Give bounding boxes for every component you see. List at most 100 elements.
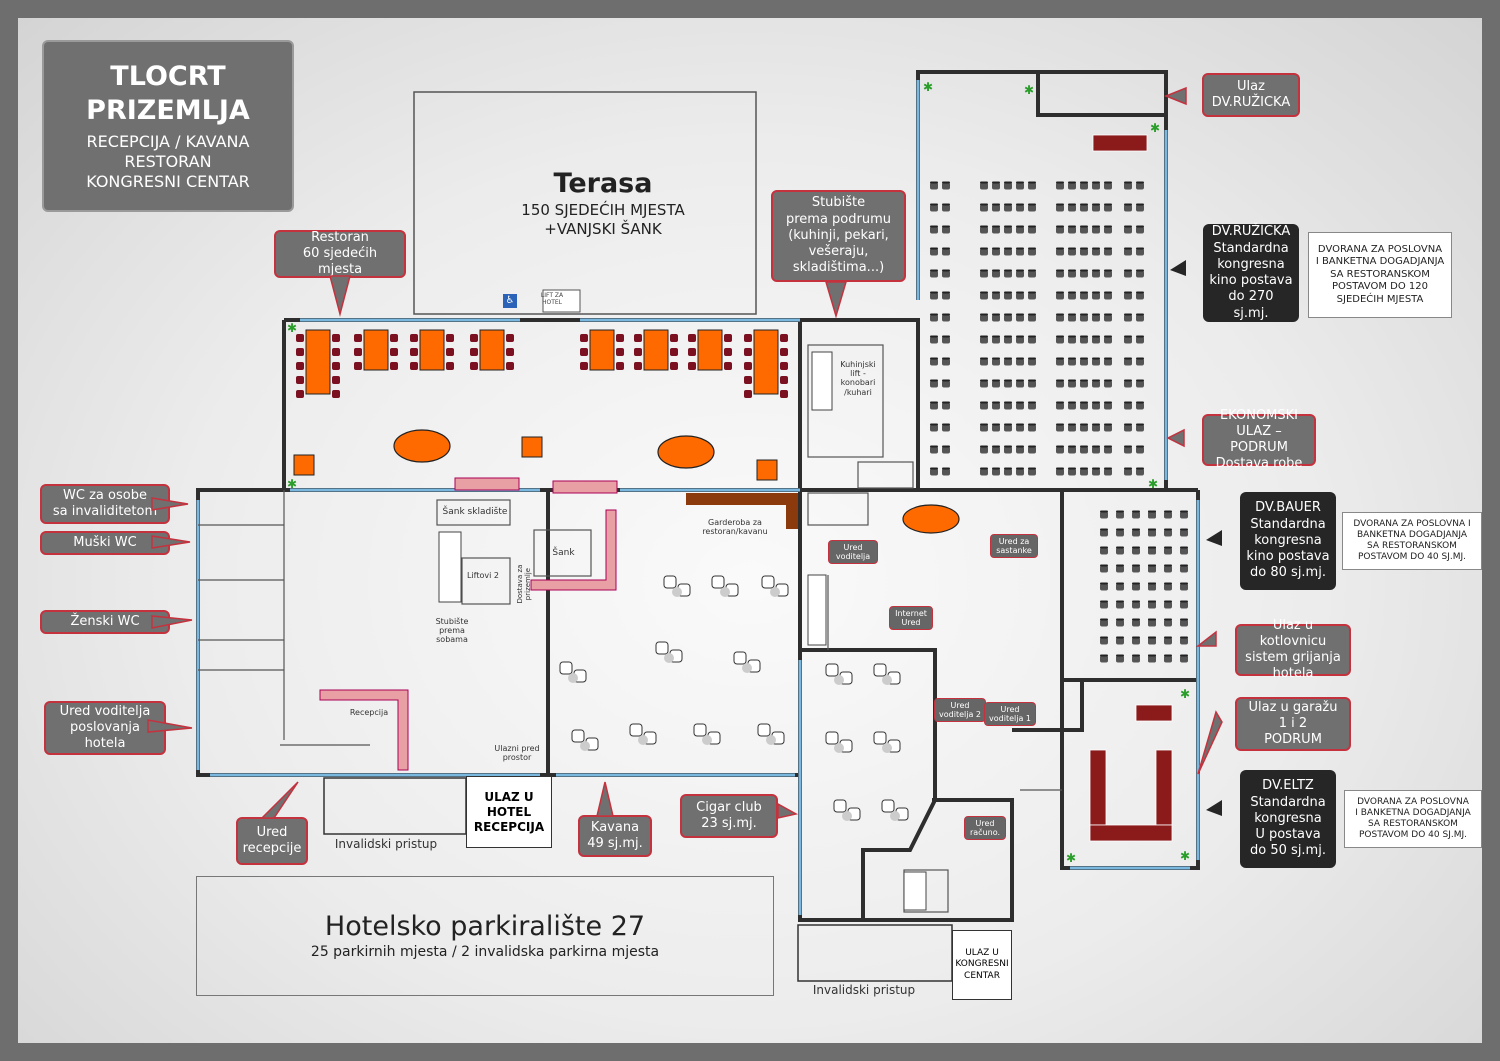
terasa-outline — [413, 91, 757, 315]
title-line3: RECEPCIJA / KAVANA — [86, 131, 250, 151]
ruzicka-seat — [1080, 203, 1088, 212]
ruzicka-seat — [1016, 269, 1024, 278]
svg-text:✱: ✱ — [287, 321, 297, 335]
restoran-chair — [780, 362, 788, 370]
ruzicka-seat — [980, 357, 988, 366]
ruzicka-seat — [930, 203, 938, 212]
callout-restoran-l2: 60 sjedećih mjesta — [302, 245, 378, 278]
ruzicka-seat — [1056, 357, 1064, 366]
ruzicka-seat — [1080, 247, 1088, 256]
bauer-seat — [1164, 564, 1172, 573]
bauer-seat — [1100, 582, 1108, 591]
bauer-seat — [1164, 528, 1172, 537]
kavana-furniture — [559, 575, 909, 821]
restoran-chair — [616, 362, 624, 370]
ruzicka-seat — [1080, 335, 1088, 344]
bauer-seat — [1180, 510, 1188, 519]
callout-garaza-l3: PODRUM — [1264, 732, 1322, 748]
ruzicka-seat — [1068, 445, 1076, 454]
ruzicka-seat — [1016, 401, 1024, 410]
ruzicka-seat — [930, 181, 938, 190]
room-ured-voditelja1: Ured voditelja 1 — [984, 702, 1036, 727]
ruzicka-seat — [1028, 467, 1036, 476]
bauer-seat — [1180, 600, 1188, 609]
bauer-seat — [1100, 600, 1108, 609]
bauer-seat — [1164, 618, 1172, 627]
callout-ulaz-ruzicka-l2: DV.RUŽICKA — [1211, 95, 1291, 110]
hotel-entrance-frame — [323, 777, 467, 835]
restoran-chair — [670, 362, 678, 370]
kavana-table — [770, 587, 780, 597]
ruzicka-seat — [1104, 247, 1112, 256]
bauer-seat — [1100, 654, 1108, 663]
ruzicka-seat — [1136, 357, 1144, 366]
bauer-seat — [1116, 546, 1124, 555]
svg-text:✱: ✱ — [1150, 121, 1160, 135]
ruzicka-seat — [1004, 225, 1012, 234]
ruzicka-seat — [1136, 379, 1144, 388]
callout-muski-wc: Muški WC — [40, 531, 170, 555]
hall-eltz-box: DV.ELTZ Standardna kongresna U postava d… — [1240, 770, 1336, 868]
kavana-chair — [733, 651, 747, 665]
room-ulazni: Ulazni pred prostor — [494, 744, 540, 763]
callout-ekonomski-l3: Dostava robe — [1215, 456, 1303, 472]
kavana-table — [638, 735, 648, 745]
ruzicka-seat — [1124, 445, 1132, 454]
kavana-table — [834, 743, 844, 753]
restoran-chair — [446, 348, 454, 356]
callout-ekonomski: EKONOMSKI ULAZ – PODRUM Dostava robe — [1202, 408, 1316, 471]
ruzicka-seat — [1124, 203, 1132, 212]
terasa-lift — [542, 289, 581, 313]
ruzicka-seat — [1004, 247, 1012, 256]
ruzicka-seat — [1004, 379, 1012, 388]
bauer-l2: Standardna — [1250, 516, 1326, 532]
ruzicka-seat — [1004, 313, 1012, 322]
kavana-table — [842, 811, 852, 821]
ruzicka-seat — [942, 291, 950, 300]
callout-stubiste-l4: vešeraju, — [808, 244, 869, 260]
kongres-entrance-frame — [797, 924, 953, 982]
ruzicka-seat — [1028, 225, 1036, 234]
kongres-entrance-box[interactable]: ULAZ U KONGRESNI CENTAR — [952, 930, 1012, 1000]
ruzicka-seat — [1092, 467, 1100, 476]
ruzicka-seat — [1104, 335, 1112, 344]
ruzicka-seat — [930, 247, 938, 256]
ruzicka-seat — [1136, 291, 1144, 300]
restoran-chair — [780, 348, 788, 356]
ruzicka-seat — [1104, 291, 1112, 300]
ruzicka-seat — [1068, 313, 1076, 322]
bauer-seat — [1132, 618, 1140, 627]
ruzicka-l3: kongresna — [1217, 256, 1285, 272]
ruzicka-seat — [942, 357, 950, 366]
kavana-table — [702, 735, 712, 745]
callout-cigar-l2: 23 sj.mj. — [701, 816, 757, 831]
restoran-chair — [354, 334, 362, 342]
callout-ulaz-ruzicka-l1: Ulaz — [1237, 78, 1265, 94]
ruzicka-seat — [992, 467, 1000, 476]
kavana-chair — [825, 663, 839, 677]
ruzicka-seat — [942, 313, 950, 322]
restoran-chair — [446, 334, 454, 342]
ruzicka-seat — [1028, 313, 1036, 322]
callout-ur-l1: Ured — [256, 824, 288, 840]
ruzicka-seat — [1004, 423, 1012, 432]
ruzicka-seat — [1004, 181, 1012, 190]
hotel-entrance-l3: RECEPCIJA — [473, 819, 545, 834]
terasa-lift-label: LIFT ZA HOTEL — [540, 292, 564, 306]
ruzicka-seat — [1028, 401, 1036, 410]
ruzicka-seat — [1080, 225, 1088, 234]
ruzicka-seat — [942, 445, 950, 454]
ruzicka-seat — [1028, 445, 1036, 454]
bauer-seat — [1116, 582, 1124, 591]
hotel-entrance-box[interactable]: ULAZ U HOTEL RECEPCIJA — [466, 776, 552, 848]
ruzicka-seat — [1004, 335, 1012, 344]
callout-ur-l2: recepcije — [242, 841, 302, 856]
ruzicka-seat — [1004, 445, 1012, 454]
ruzicka-seat — [1124, 247, 1132, 256]
ruzicka-seat — [1080, 445, 1088, 454]
ruzicka-seat — [1104, 467, 1112, 476]
parking-box: Hotelsko parkiralište 27 25 parkirnih mj… — [196, 876, 774, 996]
restoran-square-table — [756, 459, 778, 481]
callout-ulaz-ruzicka: Ulaz DV.RUŽICKA — [1202, 73, 1300, 117]
ruzicka-seat — [980, 445, 988, 454]
